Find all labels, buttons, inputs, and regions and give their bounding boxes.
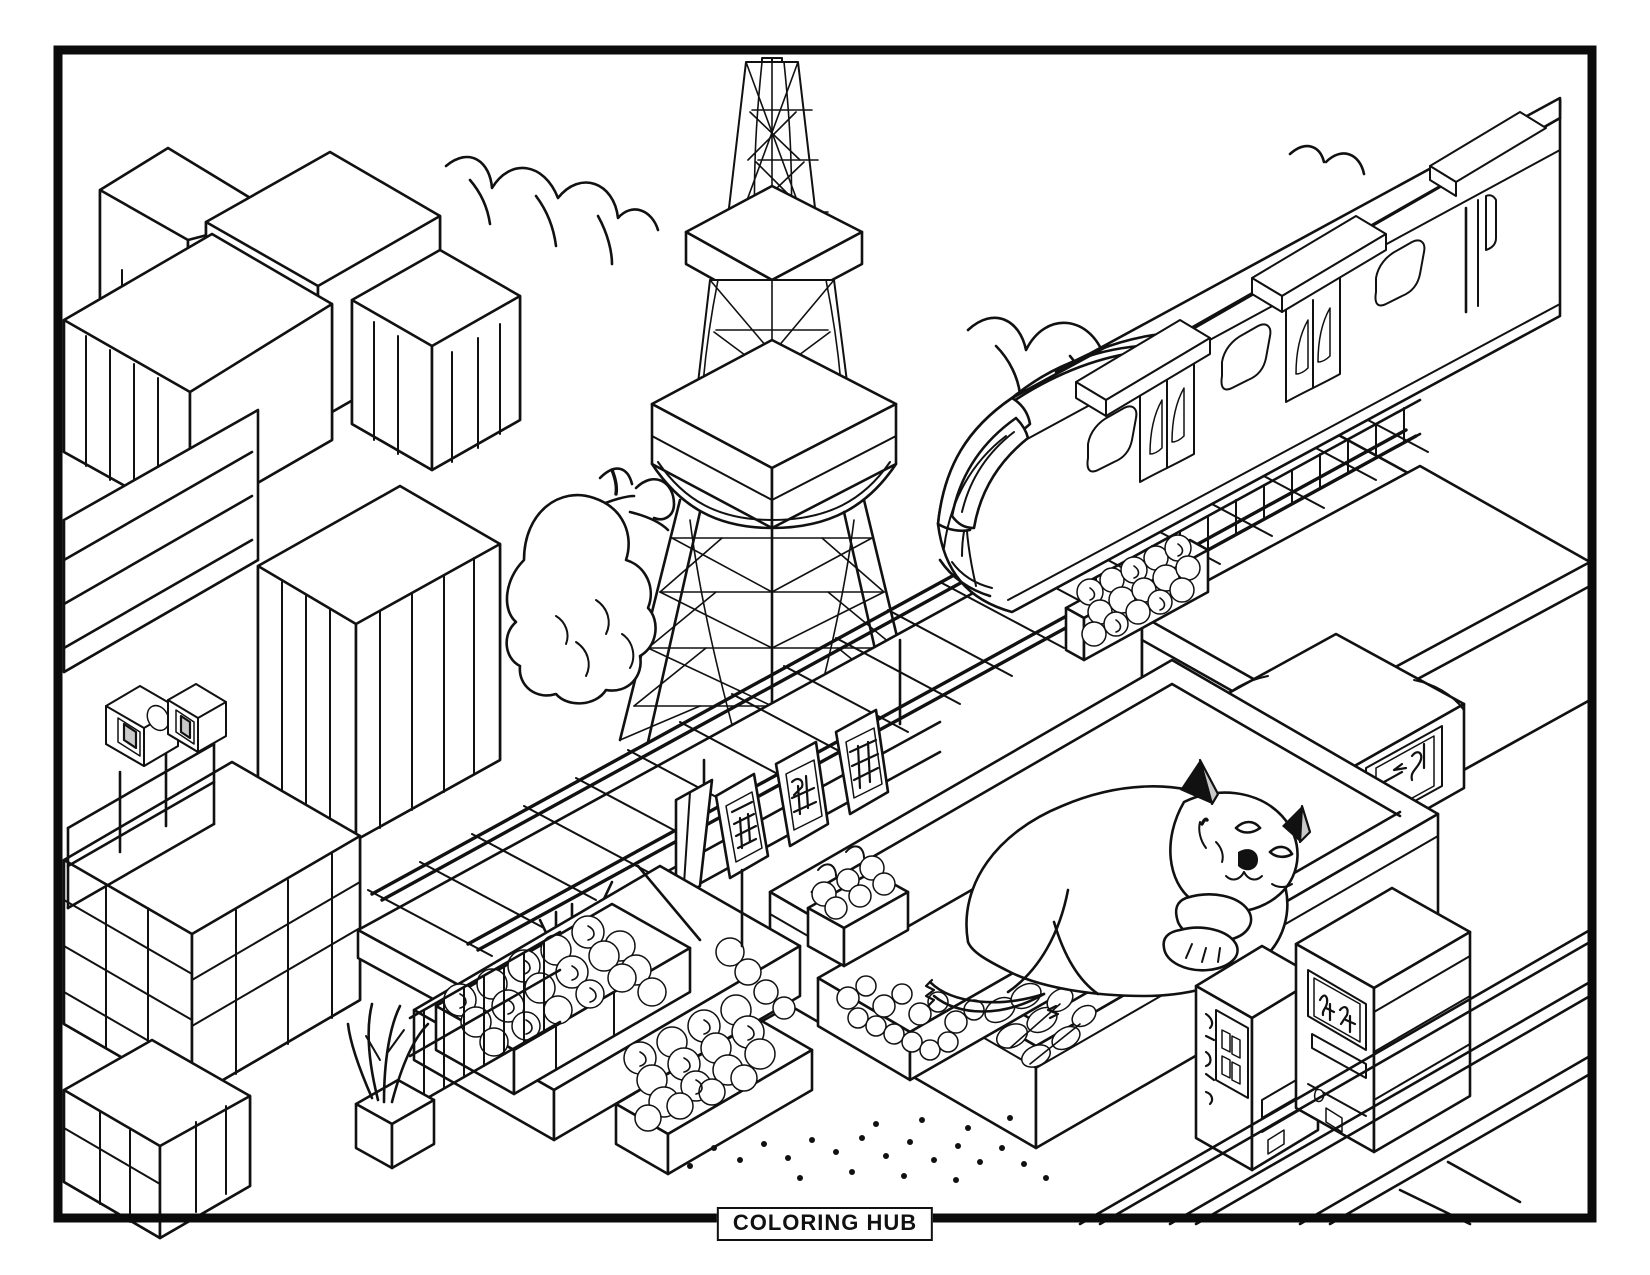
shop-banners [646, 708, 942, 932]
sleeping-cat [924, 758, 1312, 1020]
watermark-badge: COLORING HUB [716, 1207, 934, 1241]
lattice-tower [618, 57, 924, 744]
tree [505, 493, 657, 705]
watermark-label: COLORING HUB [732, 1210, 918, 1235]
pavement-texture [687, 1115, 1049, 1183]
commuter-train [936, 96, 1562, 614]
market-stalls [408, 845, 910, 1176]
street-lines [1078, 928, 1592, 1226]
vending-machines [1194, 886, 1472, 1172]
city-buildings [62, 146, 522, 1240]
rooftop-ac-units [105, 683, 227, 767]
potted-plant [346, 1002, 436, 1170]
